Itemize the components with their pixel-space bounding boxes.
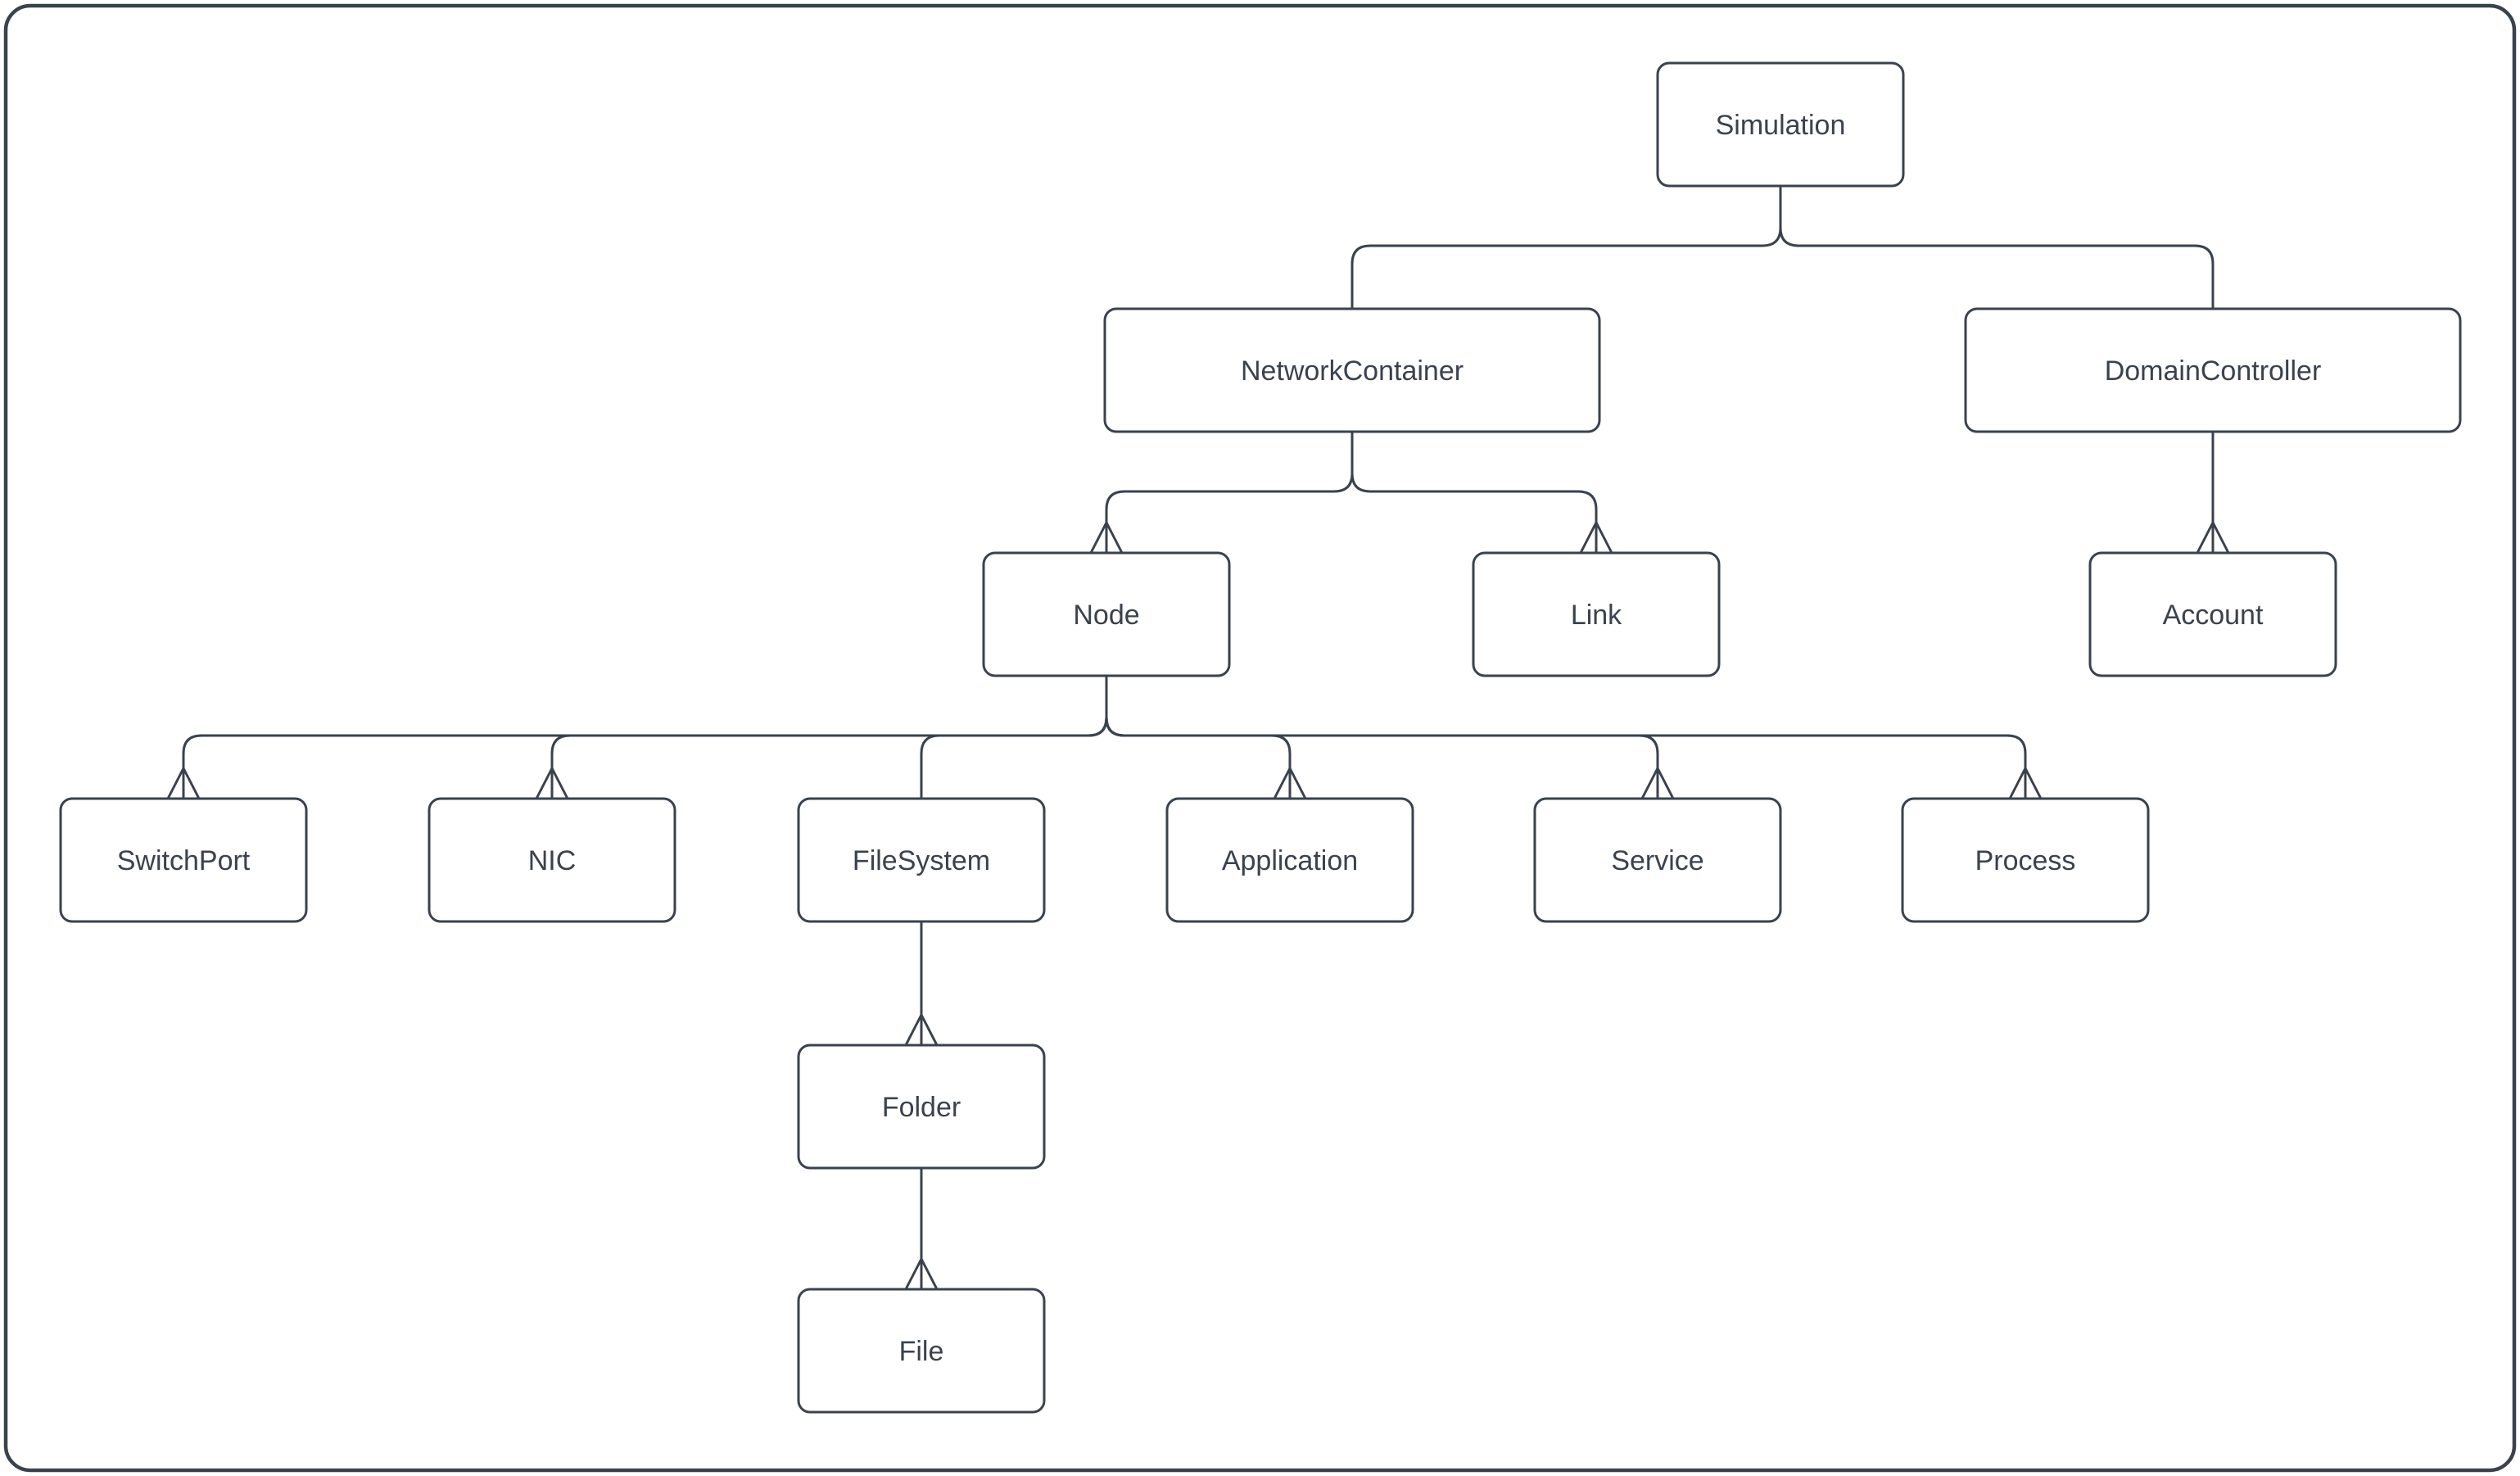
node-application-box[interactable]	[1165, 797, 1414, 923]
node-folder: Folder	[797, 1044, 1046, 1170]
edge-networkcontainer-node[interactable]	[1105, 432, 1354, 553]
node-layer: Simulation NetworkContainer DomainContro…	[59, 61, 2462, 1414]
edge-simulation-domaincontroller[interactable]	[1779, 186, 2215, 309]
node-application-label: Application	[1222, 845, 1358, 876]
arrowhead-account-icon	[2196, 519, 2230, 554]
node-service-box[interactable]	[1533, 797, 1782, 923]
arrowhead-process-icon	[2008, 765, 2043, 799]
node-simulation-box[interactable]	[1656, 61, 1905, 188]
node-folder-label: Folder	[882, 1092, 961, 1123]
arrowhead-switchport-icon	[166, 765, 201, 799]
node-node-label: Node	[1073, 600, 1139, 631]
arrowhead-file-icon	[904, 1256, 939, 1290]
node-domaincontroller-label: DomainController	[2105, 355, 2322, 387]
edge-node-application[interactable]	[1105, 676, 1292, 799]
edge-node-filesystem[interactable]	[920, 676, 1108, 799]
edge-simulation-networkcontainer[interactable]	[1350, 186, 1782, 309]
node-filesystem-label: FileSystem	[853, 845, 990, 876]
node-simulation-label: Simulation	[1716, 110, 1846, 141]
arrowhead-application-icon	[1273, 765, 1307, 799]
arrowhead-folder-icon	[904, 1012, 939, 1046]
node-switchport-box[interactable]	[59, 797, 308, 923]
node-node-box[interactable]	[982, 551, 1231, 677]
edge-node-process[interactable]	[1105, 676, 2027, 799]
node-link-label: Link	[1571, 600, 1622, 631]
node-process-box[interactable]	[1901, 797, 2150, 923]
node-networkcontainer-label: NetworkContainer	[1241, 355, 1464, 387]
node-account: Account	[2088, 551, 2337, 677]
node-simulation: Simulation	[1656, 61, 1905, 188]
edge-node-switchport[interactable]	[182, 676, 1108, 799]
node-domaincontroller: DomainController	[1964, 307, 2462, 433]
node-networkcontainer-box[interactable]	[1103, 307, 1601, 433]
node-networkcontainer: NetworkContainer	[1103, 307, 1601, 433]
node-process-label: Process	[1975, 845, 2076, 876]
node-application: Application	[1165, 797, 1414, 923]
node-filesystem: FileSystem	[797, 797, 1046, 923]
edge-node-service[interactable]	[1105, 676, 1659, 799]
node-service-label: Service	[1611, 845, 1703, 876]
canvas-border	[3, 3, 2517, 1473]
node-file-box[interactable]	[797, 1288, 1046, 1414]
node-file-label: File	[899, 1336, 944, 1367]
node-nic-box[interactable]	[428, 797, 676, 923]
edge-node-nic[interactable]	[550, 676, 1108, 799]
node-domaincontroller-box[interactable]	[1964, 307, 2462, 433]
node-folder-box[interactable]	[797, 1044, 1046, 1170]
node-file: File	[797, 1288, 1046, 1414]
node-process: Process	[1901, 797, 2150, 923]
arrowhead-layer	[166, 519, 2230, 1290]
arrowhead-link-icon	[1579, 519, 1613, 554]
node-account-label: Account	[2163, 600, 2264, 631]
arrowhead-node-icon	[1089, 519, 1124, 554]
node-switchport: SwitchPort	[59, 797, 308, 923]
arrowhead-service-icon	[1640, 765, 1675, 799]
edge-layer	[182, 186, 2215, 1289]
node-link-box[interactable]	[1472, 551, 1721, 677]
node-nic: NIC	[428, 797, 676, 923]
node-filesystem-box[interactable]	[797, 797, 1046, 923]
node-account-box[interactable]	[2088, 551, 2337, 677]
node-nic-label: NIC	[528, 845, 577, 876]
node-service: Service	[1533, 797, 1782, 923]
node-link: Link	[1472, 551, 1721, 677]
node-switchport-label: SwitchPort	[117, 845, 251, 876]
node-node: Node	[982, 551, 1231, 677]
arrowhead-nic-icon	[535, 765, 569, 799]
edge-networkcontainer-link[interactable]	[1350, 432, 1598, 553]
